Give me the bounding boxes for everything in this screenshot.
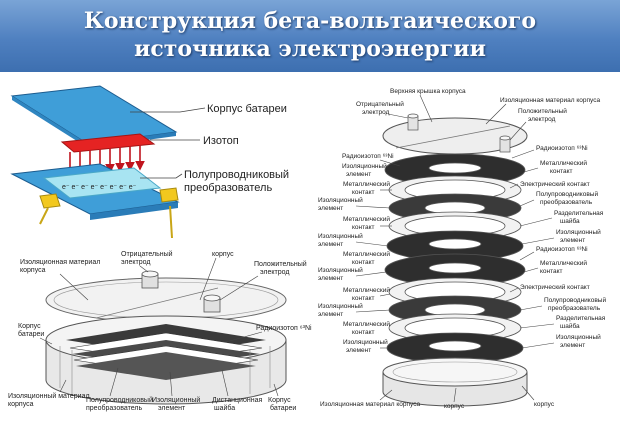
- semiconductor-label-1: Полупроводниковый: [184, 169, 289, 181]
- r-spacer-washer-1b: шайба: [560, 217, 580, 225]
- title-line-1: Конструкция бета-вольтаического: [83, 8, 537, 34]
- electrons-label: e⁻ e⁻ e⁻ e⁻ e⁻ e⁻ e⁻ e⁻: [62, 184, 137, 191]
- isotope-label: Изотоп: [203, 135, 239, 147]
- r-semiconductor-1b: преобразователь: [540, 198, 593, 206]
- bl-spacer-washer-1: Дистанционная: [212, 397, 262, 404]
- topleft-diagram: e⁻ e⁻ e⁻ e⁻ e⁻ e⁻ e⁻ e⁻ Корпус батареи И…: [10, 85, 289, 239]
- r-ins-element-4b: элемент: [318, 275, 343, 282]
- bl-positive-electrode-2: электрод: [260, 269, 289, 276]
- bl-battery-case-bottom-2: батареи: [270, 404, 296, 412]
- r-metal-contact-5a: Металлический: [343, 320, 390, 328]
- battery-case-label: Корпус батареи: [207, 103, 287, 115]
- r-ins-element-r2b: элемент: [560, 342, 585, 349]
- r-electric-contact-2: Электрический контакт: [520, 283, 590, 291]
- bl-negative-electrode-2: электрод: [121, 259, 150, 266]
- r-electric-contact-1: Электрический контакт: [520, 180, 590, 188]
- r-ins-element-2b: элемент: [318, 205, 343, 212]
- isotope-block: [60, 133, 156, 153]
- title-line-2: источника электроэнергии: [134, 36, 486, 62]
- r-metal-contact-5b: контакт: [352, 329, 375, 336]
- r-ins-element-1a: Изоляционный: [342, 162, 387, 170]
- bl-insulating-element-1: Изоляционный: [152, 396, 200, 404]
- r-isotope-left: Радиоизотоп ⁶³Ni: [342, 153, 394, 160]
- r-semiconductor-1a: Полупроводниковый: [536, 190, 598, 198]
- r-ins-element-r2a: Изоляционный: [556, 333, 601, 341]
- r-semiconductor-2a: Полупроводниковый: [544, 296, 606, 304]
- r-positive-electrode-2: электрод: [528, 116, 556, 123]
- semiconductor-label-2: преобразователь: [184, 182, 272, 194]
- r-ins-element-3a: Изоляционный: [318, 232, 363, 240]
- r-metal-contact-4b: контакт: [352, 295, 375, 302]
- r-case-2: корпус: [534, 401, 555, 408]
- r-spacer-washer-1a: Разделительная: [554, 210, 604, 217]
- r-metal-contact-3a: Металлический: [343, 250, 390, 258]
- bl-insulating-material-case-1: Изоляционная материал: [20, 259, 100, 266]
- r-metal-contact-r2a: Металлический: [540, 259, 587, 267]
- r-ins-material-top: Изоляционная материал корпуса: [500, 97, 600, 104]
- r-top-cover-label: Верхняя крышка корпуса: [390, 88, 466, 95]
- bl-insulating-element-2: элемент: [158, 405, 186, 412]
- r-ins-element-r1a: Изоляционный: [556, 228, 601, 236]
- r-metal-contact-r1a: Металлический: [540, 159, 587, 167]
- r-metal-contact-4a: Металлический: [343, 286, 390, 294]
- r-metal-contact-3b: контакт: [352, 259, 375, 266]
- bl-battery-case-bottom-1: Корпус: [268, 397, 291, 404]
- r-ins-element-3b: элемент: [318, 241, 343, 248]
- r-ins-element-5b: элемент: [318, 311, 343, 318]
- bl-battery-case-1: Корпус: [18, 323, 41, 330]
- r-metal-contact-2b: контакт: [352, 224, 375, 231]
- bl-insulating-material-bottom-1: Изоляционный материал: [8, 392, 90, 400]
- bl-semiconductor-2: преобразователь: [86, 404, 142, 412]
- r-metal-contact-r2b: контакт: [540, 268, 563, 275]
- r-metal-contact-r1b: контакт: [550, 168, 573, 175]
- r-ins-material-bottom: Изоляционная материал корпуса: [320, 401, 420, 408]
- r-semiconductor-2b: преобразователь: [548, 304, 601, 312]
- semiconductor-plate: [42, 167, 162, 199]
- r-isotope-right-2: Радиоизотоп ⁶³Ni: [536, 246, 588, 253]
- r-ins-element-r1b: элемент: [560, 237, 585, 244]
- bl-positive-electrode-1: Положительный: [254, 260, 307, 268]
- bl-isotope-label: Радиоизотоп ⁶³Ni: [256, 325, 312, 332]
- bl-insulating-material-case-2: корпуса: [20, 267, 46, 274]
- r-metal-contact-2a: Металлический: [343, 215, 390, 223]
- r-negative-electrode-2: электрод: [362, 109, 390, 116]
- r-ins-element-6b: элемент: [346, 347, 371, 354]
- r-ins-element-6a: Изоляционный: [343, 338, 388, 346]
- radiation-arrows: [65, 145, 145, 178]
- r-metal-contact-1a: Металлический: [343, 180, 390, 188]
- bl-top-cover: [45, 277, 287, 323]
- r-negative-electrode-1: Отрицательный: [356, 100, 404, 108]
- bl-spacer-washer-2: шайба: [214, 404, 235, 412]
- bl-case-label: корпус: [212, 251, 234, 258]
- r-ins-element-2a: Изоляционный: [318, 196, 363, 204]
- bl-insulating-material-bottom-2: корпуса: [8, 401, 34, 408]
- right-diagram: Верхняя крышка корпуса Отрицательный эле…: [318, 88, 606, 410]
- r-metal-contact-1b: контакт: [352, 189, 375, 196]
- r-ins-element-4a: Изоляционный: [318, 266, 363, 274]
- r-positive-electrode-1: Положительный: [518, 107, 567, 115]
- r-ins-element-5a: Изоляционный: [318, 302, 363, 310]
- r-case-1: корпус: [444, 403, 465, 410]
- bl-semiconductor-1: Полупроводниковый: [86, 396, 153, 404]
- r-isotope-right: Радиоизотоп ⁶³Ni: [536, 145, 588, 152]
- bottomleft-diagram: Изоляционная материал корпуса Отрицатель…: [8, 250, 312, 412]
- title-banner: Конструкция бета-вольтаического источник…: [0, 0, 620, 72]
- r-ins-element-1b: элемент: [346, 171, 371, 178]
- r-spacer-washer-2a: Разделительная: [556, 315, 606, 322]
- bl-negative-electrode-1: Отрицательный: [121, 250, 173, 258]
- r-spacer-washer-2b: шайба: [560, 322, 580, 330]
- bl-battery-case-2: батареи: [18, 330, 44, 338]
